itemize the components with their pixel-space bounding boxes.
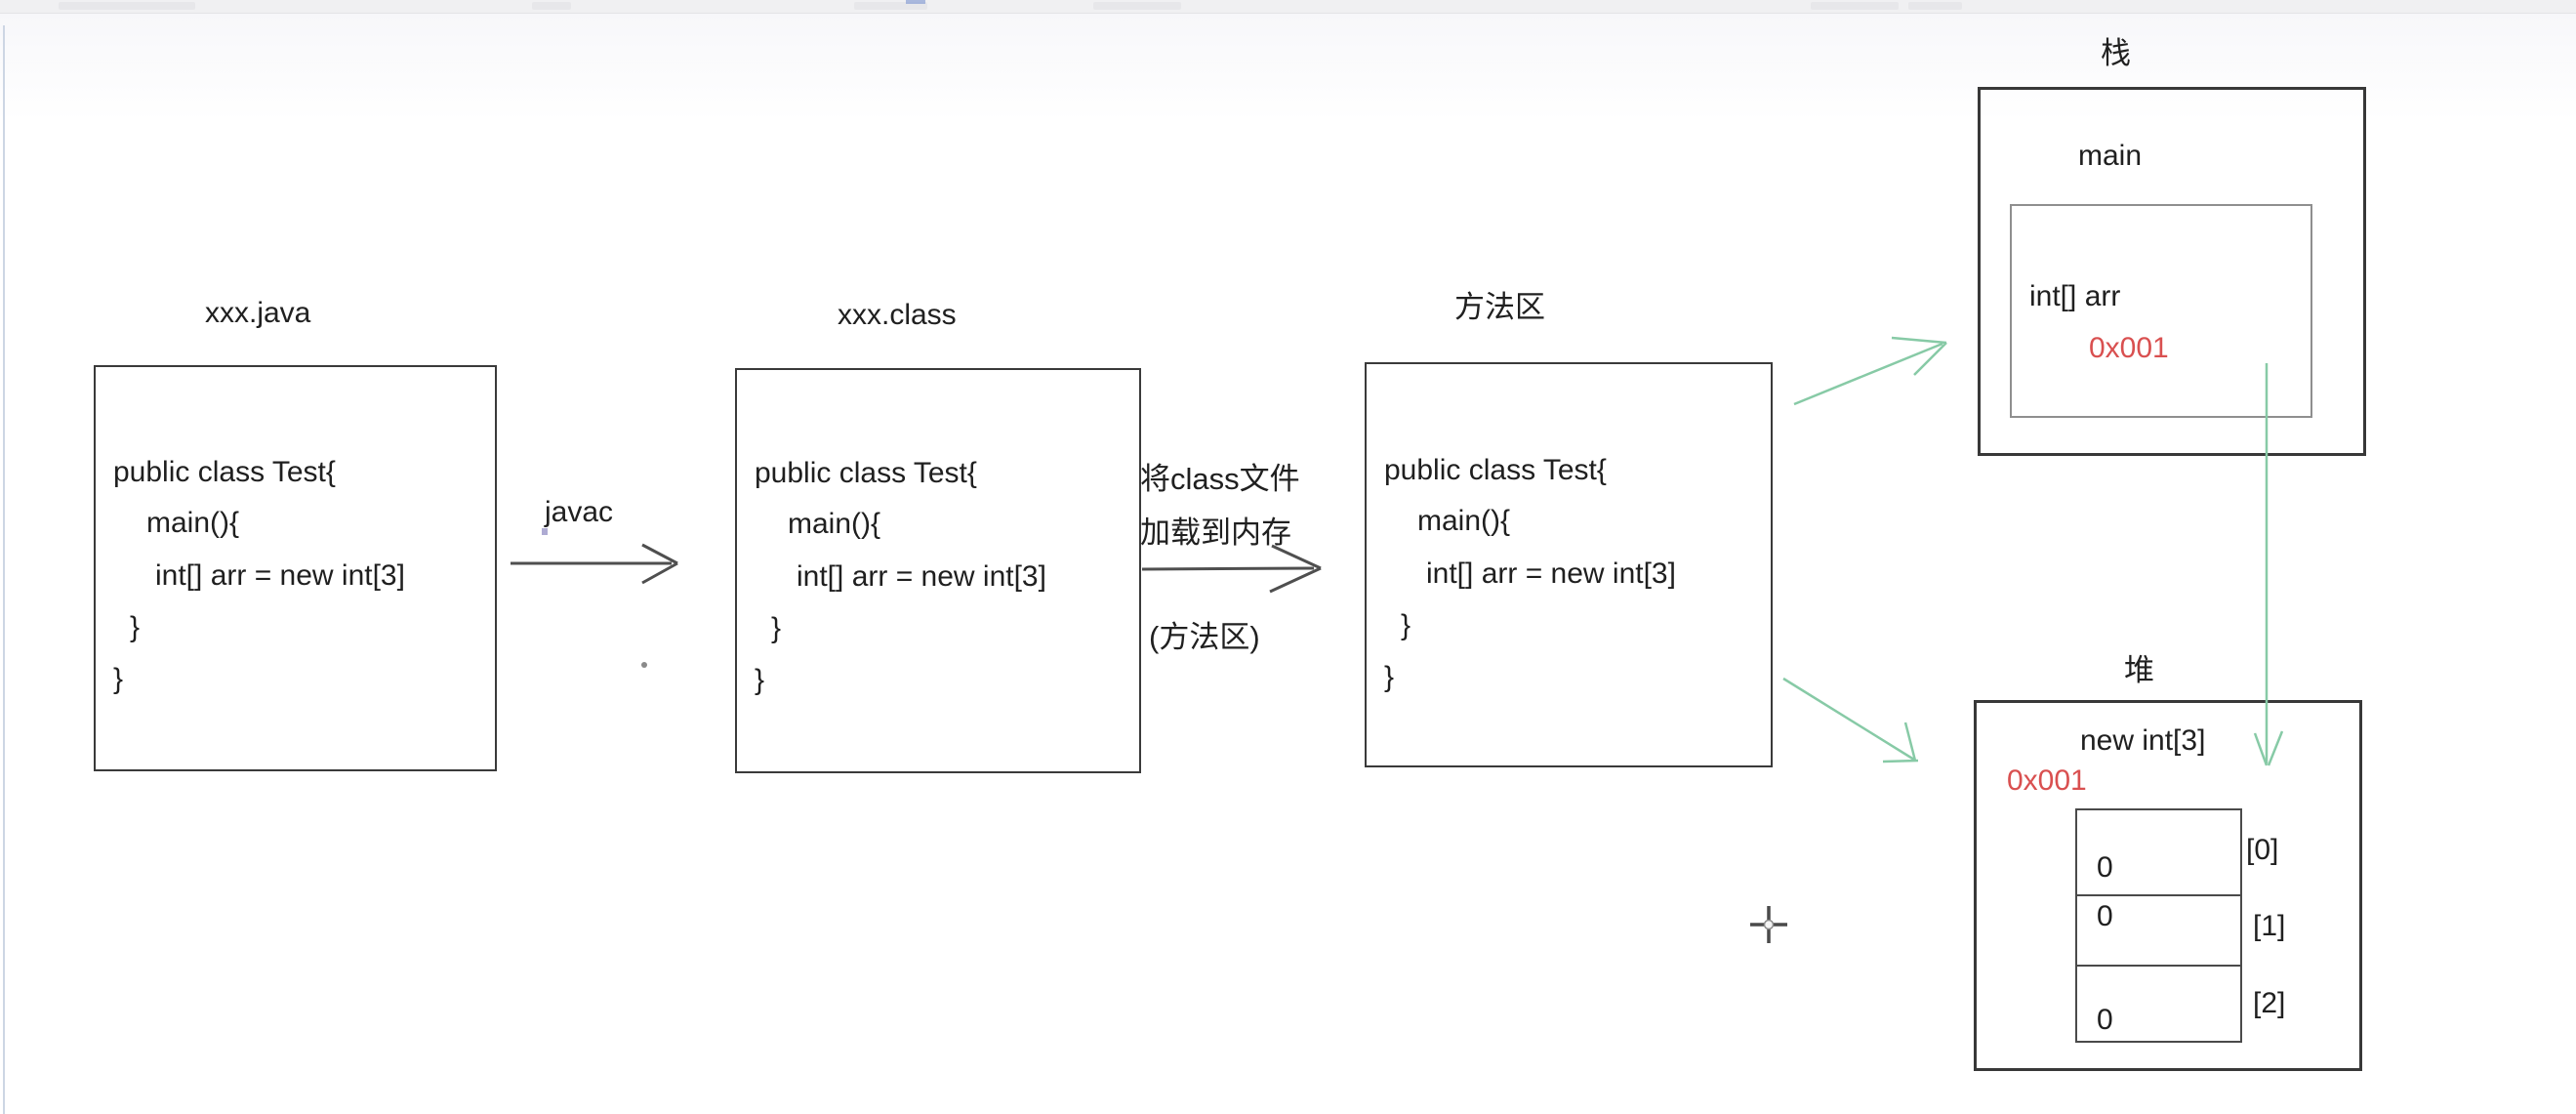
top-gradient (0, 14, 2576, 121)
toolbar-fragment (532, 2, 571, 10)
class-file-title: xxx.class (838, 299, 957, 331)
stack-box: main int[] arr 0x001 (1978, 87, 2366, 456)
code-line: } (1401, 609, 1411, 641)
heap-box: new int[3] 0x001 0 0 0 [0] [1] [2] (1974, 700, 2362, 1071)
code-line: public class Test{ (755, 457, 977, 489)
code-line: } (113, 663, 124, 695)
load-label-line2: 加载到内存 (1140, 516, 1291, 550)
code-line: int[] arr = new int[3] (1426, 557, 1676, 590)
code-line: int[] arr = new int[3] (797, 560, 1046, 593)
stack-var-value: 0x001 (2089, 332, 2169, 364)
method-area-to-heap-arrow (1782, 677, 1919, 763)
method-area-to-stack-arrow (1793, 336, 1947, 406)
toolbar-fragment-blue (906, 0, 925, 4)
toolbar-fragment (59, 2, 195, 10)
stray-blue-tick (542, 528, 548, 535)
array-cell-value: 0 (2097, 900, 2113, 932)
javac-arrow (511, 543, 678, 585)
heap-title: 堆 (2124, 653, 2154, 687)
stack-title: 栈 (2101, 36, 2131, 70)
stack-var-name: int[] arr (2029, 280, 2121, 312)
array-index-label: [2] (2253, 987, 2286, 1019)
left-edge-line (3, 25, 5, 1114)
load-label-line1: 将class文件 (1140, 462, 1300, 496)
toolbar-fragment (1093, 2, 1181, 10)
cell-divider (2077, 965, 2240, 967)
method-area-box: public class Test{ main(){ int[] arr = n… (1365, 362, 1773, 767)
javac-label: javac (545, 496, 614, 528)
method-area-title: 方法区 (1454, 290, 1545, 324)
toolbar-fragment (1908, 2, 1962, 10)
code-line: } (1384, 661, 1395, 693)
toolbar-fragment (1811, 2, 1899, 10)
array-cells: 0 0 0 (2075, 808, 2242, 1043)
code-line: } (755, 664, 765, 696)
code-line: main(){ (1417, 505, 1511, 537)
java-source-title: xxx.java (205, 297, 311, 329)
stray-dot (641, 662, 647, 668)
array-cell-value: 0 (2097, 1004, 2113, 1036)
code-line: main(){ (788, 508, 881, 540)
class-file-box: public class Test{ main(){ int[] arr = n… (735, 368, 1141, 773)
code-line: } (130, 611, 141, 643)
cropped-toolbar (0, 0, 2576, 14)
array-index-label: [0] (2246, 834, 2279, 866)
code-line: public class Test{ (1384, 454, 1607, 486)
code-line: int[] arr = new int[3] (155, 559, 405, 592)
heap-address: 0x001 (2007, 764, 2087, 797)
java-source-box: public class Test{ main(){ int[] arr = n… (94, 365, 497, 771)
toolbar-fragment (854, 2, 927, 10)
load-label-note: (方法区) (1149, 620, 1260, 654)
cell-divider (2077, 894, 2240, 896)
code-line: main(){ (146, 507, 240, 539)
load-arrow (1141, 544, 1322, 594)
code-line: public class Test{ (113, 456, 336, 488)
stack-frame-name: main (2078, 140, 2143, 172)
array-cell-value: 0 (2097, 851, 2113, 884)
code-line: } (771, 612, 782, 644)
stack-frame-box: int[] arr 0x001 (2010, 204, 2312, 418)
heap-object-label: new int[3] (2080, 724, 2206, 757)
crosshair-cursor-icon (1750, 906, 1787, 943)
array-index-label: [1] (2253, 910, 2286, 942)
